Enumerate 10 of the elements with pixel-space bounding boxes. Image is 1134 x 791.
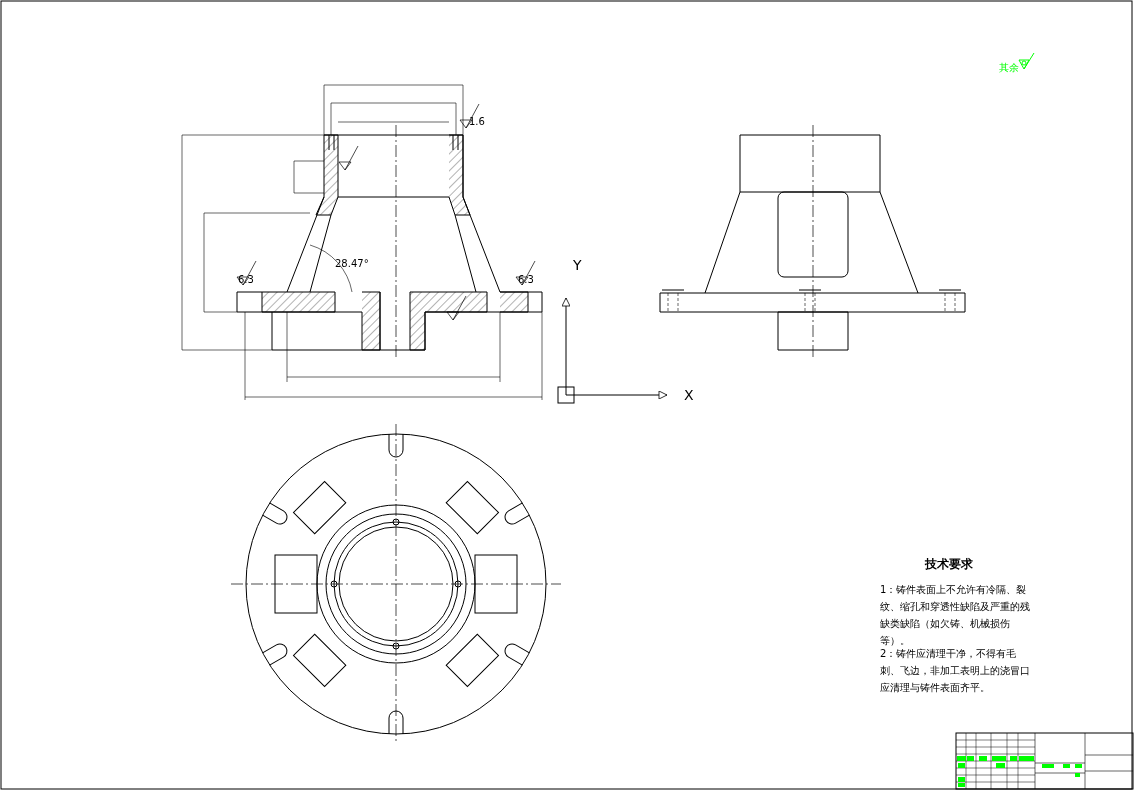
axis-label: X [684, 387, 694, 404]
note-text: 2：铸件应清理干净，不得有毛刺、飞边，非加工表明上的浇冒口应清理与铸件表面齐平。 [880, 647, 1030, 695]
axis-label: Y [573, 257, 582, 274]
roughness-note: 其余 [999, 62, 1019, 74]
roughness-value: 1.6 [469, 116, 485, 128]
note-text: 1：铸件表面上不允许有冷隔、裂纹、缩孔和穿透性缺陷及严重的残缺类缺陷（如欠铸、机械损伤等）。 [880, 583, 1030, 648]
notes-heading: 技术要求 [925, 557, 973, 572]
roughness-value: 6.3 [518, 274, 534, 286]
angle-dimension: 28.47° [335, 258, 369, 270]
roughness-value: 6.3 [238, 274, 254, 286]
